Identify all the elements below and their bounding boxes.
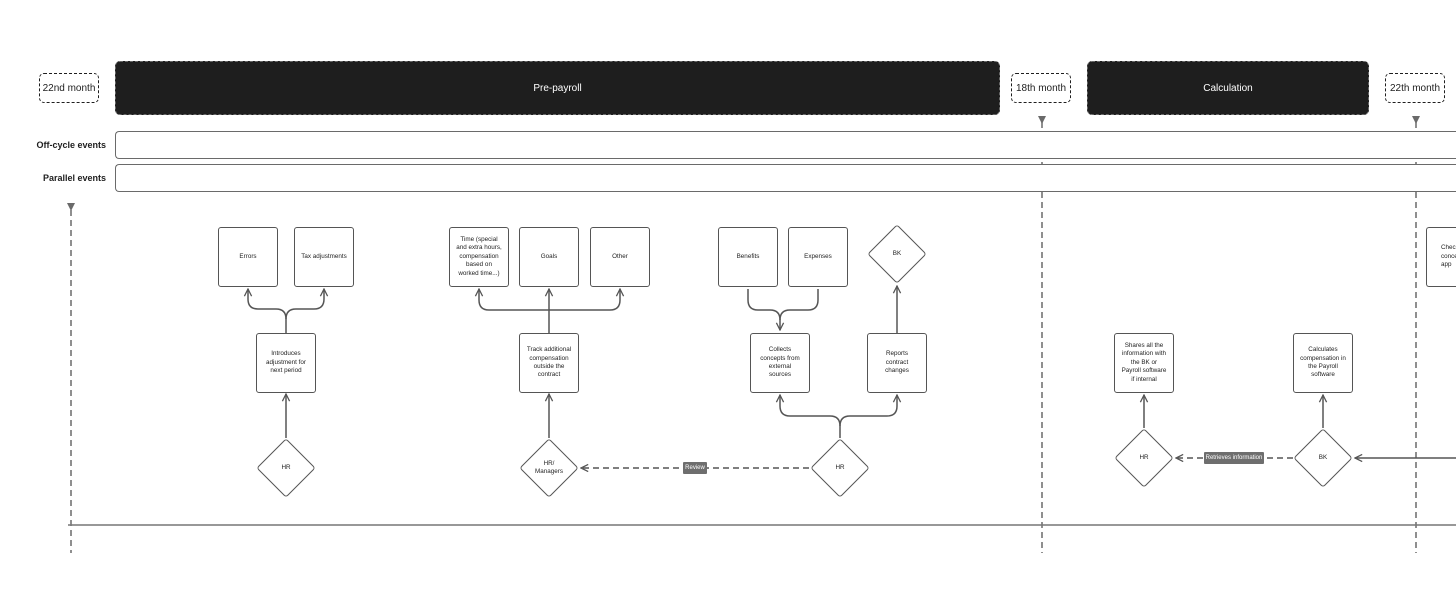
connectors	[248, 286, 1456, 458]
guide-arrowhead-22th	[1412, 116, 1420, 124]
lane-label-parallel: Parallel events	[42, 173, 106, 183]
decision-hr-managers: HR/ Managers	[519, 438, 579, 498]
edge-label-review: Review	[683, 462, 707, 474]
decision-bk-1: BK	[867, 224, 927, 284]
node-expenses: Expenses	[788, 227, 848, 287]
node-shares-information: Shares all the information with the BK o…	[1114, 333, 1174, 393]
decision-hr-3: HR	[1114, 428, 1174, 488]
guide-arrowhead-18th	[1038, 116, 1046, 124]
node-time-special: Time (special and extra hours, compensat…	[449, 227, 509, 287]
decision-label: HR	[1139, 453, 1149, 461]
node-check-concepts-partial: Check concep app	[1426, 227, 1456, 287]
decision-label: BK	[892, 249, 902, 257]
node-goals: Goals	[519, 227, 579, 287]
lane-label-off-cycle: Off-cycle events	[36, 140, 106, 150]
decision-bk-2: BK	[1293, 428, 1353, 488]
merge-benefits-expenses-to-collects	[747, 289, 780, 330]
node-reports-contract: Reports contract changes	[867, 333, 927, 393]
decision-hr-2: HR	[810, 438, 870, 498]
timeline-guides	[70, 122, 1417, 553]
decision-label: HR	[835, 463, 845, 471]
lane-off-cycle-events	[115, 131, 1456, 159]
guide-arrowheads	[67, 116, 1420, 211]
month-marker-22th: 22th month	[1385, 73, 1445, 103]
node-calculates-compensation: Calculates compensation in the Payroll s…	[1293, 333, 1353, 393]
fork-track-to-time-goals-other	[479, 289, 550, 333]
decision-label: BK	[1318, 453, 1328, 461]
decision-label: HR/ Managers	[534, 459, 563, 475]
node-tax-adjustments: Tax adjustments	[294, 227, 354, 287]
guide-arrowhead-22nd	[67, 203, 75, 211]
fork-hr2-to-collects-reports	[780, 395, 841, 438]
phase-calculation: Calculation	[1087, 61, 1369, 115]
node-introduces-adjustment: Introduces adjustment for next period	[256, 333, 316, 393]
lane-parallel-events	[115, 164, 1456, 192]
node-other: Other	[590, 227, 650, 287]
node-errors: Errors	[218, 227, 278, 287]
phase-pre-payroll: Pre-payroll	[115, 61, 1000, 115]
fork-introduces-to-errors-tax	[248, 289, 287, 333]
edge-label-retrieves-information: Retrieves information	[1204, 452, 1264, 464]
month-marker-18th: 18th month	[1011, 73, 1071, 103]
node-track-additional: Track additional compensation outside th…	[519, 333, 579, 393]
node-check-concepts-label: Check concep app	[1441, 244, 1456, 269]
decision-hr-1: HR	[256, 438, 316, 498]
month-marker-22nd: 22nd month	[39, 73, 99, 103]
node-collects-concepts: Collects concepts from external sources	[750, 333, 810, 393]
node-benefits: Benefits	[718, 227, 778, 287]
decision-label: HR	[281, 463, 291, 471]
